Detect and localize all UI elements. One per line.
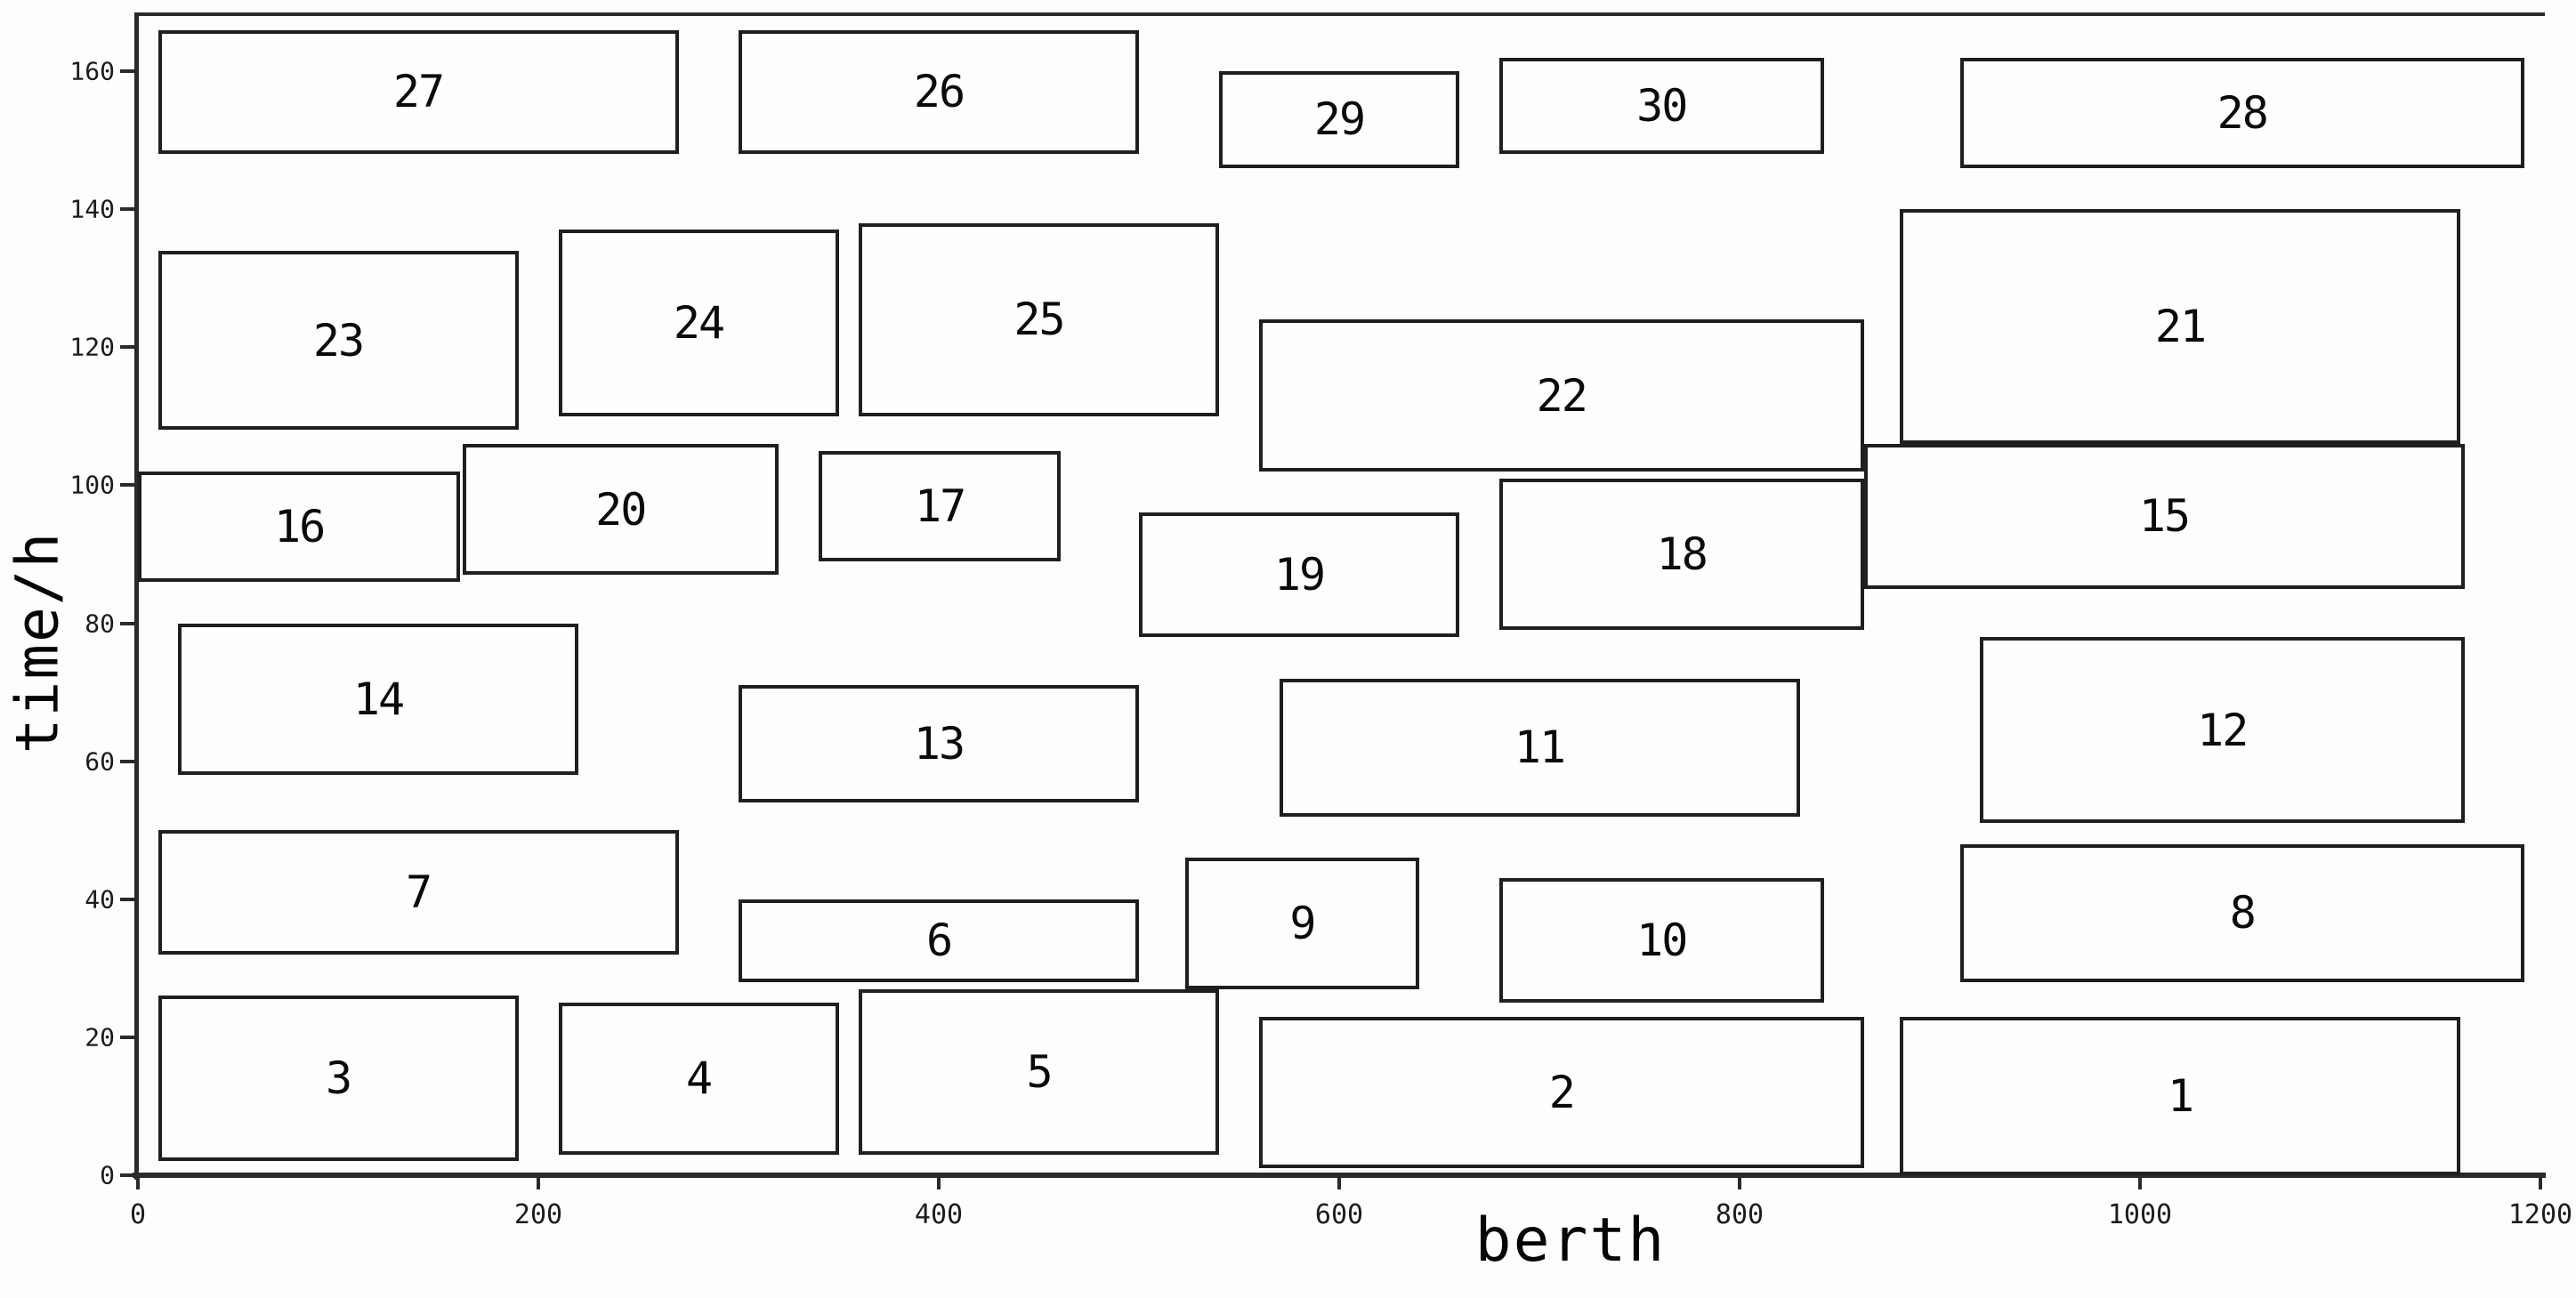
vessel-box-19: 19: [1139, 512, 1459, 638]
vessel-box-20: 20: [462, 443, 779, 576]
vessel-number: 30: [1636, 79, 1688, 132]
vessel-number: 3: [325, 1052, 352, 1105]
vessel-box-24: 24: [558, 230, 839, 416]
y-tick-label: 100: [69, 470, 115, 500]
y-tick-label: 120: [69, 332, 115, 362]
vessel-box-26: 26: [739, 29, 1139, 155]
vessel-number: 12: [2197, 704, 2249, 756]
y-tick-mark: [120, 483, 136, 488]
y-axis-title: time/h: [3, 530, 72, 754]
vessel-box-7: 7: [157, 830, 679, 955]
vessel-number: 1: [2167, 1069, 2194, 1122]
x-tick-mark: [537, 1175, 540, 1189]
vessel-box-1: 1: [1900, 1016, 2460, 1175]
vessel-number: 8: [2229, 887, 2257, 939]
vessel-number: 7: [405, 866, 432, 918]
vessel-number: 24: [673, 297, 725, 350]
vessel-box-11: 11: [1279, 678, 1800, 817]
y-tick-mark: [120, 207, 136, 212]
vessel-number: 2: [1548, 1066, 1576, 1118]
vessel-box-23: 23: [157, 250, 519, 431]
y-tick-label: 60: [85, 746, 115, 777]
vessel-box-6: 6: [739, 899, 1139, 982]
y-tick-label: 160: [69, 56, 115, 86]
vessel-number: 15: [2138, 490, 2191, 543]
y-tick-mark: [120, 621, 136, 625]
vessel-number: 10: [1636, 915, 1688, 967]
y-tick-label: 80: [85, 609, 115, 639]
x-tick-label: 800: [1715, 1199, 1764, 1230]
y-tick-label: 140: [69, 194, 115, 224]
x-tick-label: 200: [513, 1199, 563, 1230]
vessel-number: 22: [1536, 369, 1588, 422]
x-tick-label: 1200: [2507, 1199, 2573, 1230]
y-axis-spine: [134, 12, 139, 1180]
x-tick-mark: [1738, 1175, 1741, 1189]
vessel-box-9: 9: [1184, 858, 1419, 989]
vessel-number: 19: [1273, 549, 1326, 601]
vessel-number: 16: [274, 500, 326, 552]
y-tick-mark: [120, 1035, 136, 1039]
vessel-box-10: 10: [1499, 878, 1824, 1004]
vessel-number: 20: [595, 483, 647, 536]
vessel-number: 29: [1313, 93, 1366, 146]
x-tick-label: 400: [914, 1199, 964, 1230]
vessel-number: 28: [2217, 86, 2269, 139]
vessel-box-2: 2: [1259, 1016, 1864, 1169]
x-axis-title: berth: [1474, 1205, 1667, 1276]
y-tick-mark: [120, 897, 136, 901]
vessel-box-3: 3: [157, 996, 519, 1162]
y-tick-mark: [120, 1173, 136, 1177]
vessel-box-30: 30: [1499, 57, 1824, 155]
x-tick-label: 600: [1314, 1199, 1364, 1230]
y-tick-mark: [120, 759, 136, 763]
vessel-number: 11: [1514, 722, 1566, 774]
x-tick-mark: [937, 1175, 941, 1189]
vessel-box-21: 21: [1900, 209, 2460, 444]
vessel-number: 18: [1656, 528, 1708, 580]
x-tick-mark: [1337, 1175, 1341, 1189]
vessel-box-4: 4: [558, 1003, 839, 1155]
vessel-number: 14: [352, 673, 405, 725]
vessel-box-14: 14: [178, 623, 578, 776]
x-tick-mark: [2138, 1175, 2142, 1189]
vessel-box-5: 5: [859, 988, 1219, 1155]
vessel-number: 26: [913, 66, 965, 118]
vessel-number: 27: [392, 66, 445, 118]
vessel-number: 25: [1013, 294, 1065, 346]
plot-frame-top: [134, 12, 2545, 16]
vessel-number: 17: [915, 480, 966, 532]
vessel-box-13: 13: [739, 685, 1139, 803]
vessel-number: 23: [312, 314, 365, 367]
vessel-number: 21: [2154, 301, 2207, 352]
vessel-number: 4: [685, 1052, 713, 1105]
vessel-box-29: 29: [1219, 71, 1459, 168]
vessel-box-12: 12: [1980, 637, 2465, 824]
x-tick-label: 0: [129, 1199, 147, 1230]
vessel-box-17: 17: [819, 450, 1062, 561]
y-tick-label: 0: [100, 1160, 115, 1190]
x-tick-label: 1000: [2107, 1199, 2173, 1230]
vessel-box-28: 28: [1959, 57, 2524, 168]
vessel-box-15: 15: [1863, 443, 2465, 589]
vessel-number: 9: [1289, 897, 1316, 949]
vessel-box-18: 18: [1499, 478, 1864, 631]
vessel-box-27: 27: [157, 29, 679, 155]
vessel-number: 13: [913, 718, 965, 770]
y-tick-label: 40: [85, 884, 115, 915]
x-tick-mark: [2539, 1175, 2542, 1189]
vessel-box-8: 8: [1959, 843, 2524, 982]
vessel-box-22: 22: [1259, 319, 1864, 472]
y-tick-mark: [120, 69, 136, 74]
y-tick-mark: [120, 345, 136, 350]
vessel-box-16: 16: [138, 471, 461, 582]
y-tick-label: 20: [85, 1022, 115, 1052]
vessel-number: 6: [925, 915, 953, 967]
vessel-number: 5: [1026, 1045, 1053, 1098]
x-tick-mark: [136, 1175, 140, 1189]
vessel-box-25: 25: [859, 222, 1219, 416]
